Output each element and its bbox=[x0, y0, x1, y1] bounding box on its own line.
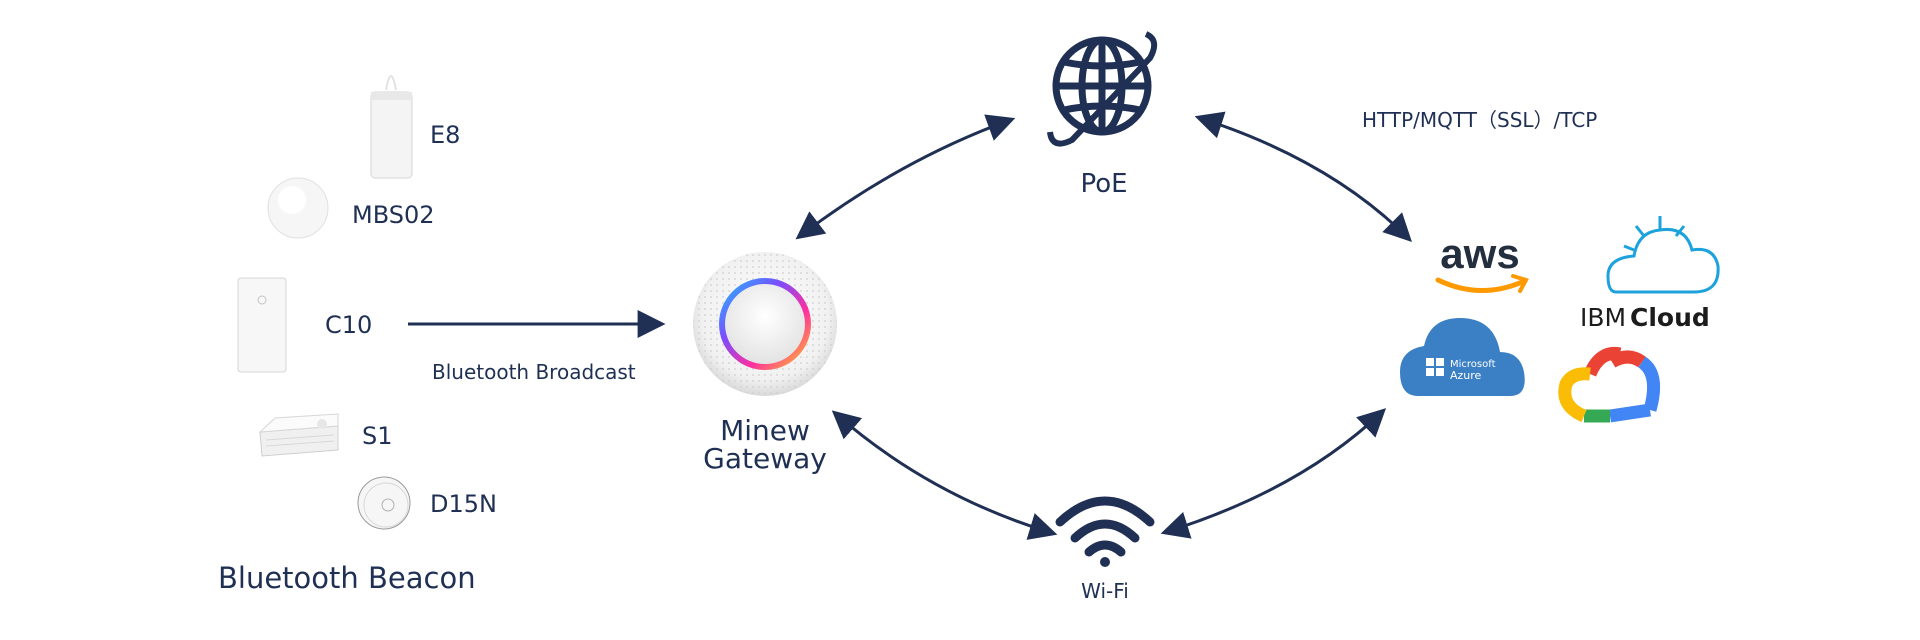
google-cloud-logo bbox=[1558, 346, 1661, 423]
device-label-s1: S1 bbox=[362, 422, 393, 450]
wifi-label: Wi-Fi bbox=[1081, 579, 1129, 603]
minew-gateway-device bbox=[693, 252, 837, 396]
arrow-gateway-wifi bbox=[831, 410, 1058, 540]
mbs02-device-image bbox=[267, 177, 329, 239]
azure-logo: Microsoft Azure bbox=[1400, 318, 1525, 396]
globe-icon bbox=[1047, 31, 1158, 147]
gateway-label-line2: Gateway bbox=[703, 442, 827, 475]
ibm-text: IBM bbox=[1580, 303, 1626, 332]
device-label-c10: C10 bbox=[325, 311, 372, 339]
gateway-label-line1: Minew bbox=[720, 414, 810, 447]
s1-device-image bbox=[258, 413, 339, 457]
aws-logo: aws bbox=[1435, 230, 1529, 293]
protocol-label: HTTP/MQTT（SSL）/TCP bbox=[1362, 108, 1597, 132]
bluetooth-beacon-title: Bluetooth Beacon bbox=[218, 561, 476, 595]
c10-device-image bbox=[237, 277, 287, 373]
e8-device-image bbox=[370, 75, 413, 179]
bluetooth-broadcast-label: Bluetooth Broadcast bbox=[432, 360, 636, 384]
device-label-e8: E8 bbox=[430, 121, 460, 149]
arrow-wifi-cloud bbox=[1160, 408, 1387, 539]
arrow-gateway-poe bbox=[795, 114, 1016, 240]
azure-text-line2: Azure bbox=[1450, 369, 1482, 382]
d15n-device-image bbox=[357, 476, 411, 530]
ibm-cloud-text: Cloud bbox=[1630, 303, 1710, 332]
ibm-cloud-logo: IBM Cloud bbox=[1580, 216, 1720, 332]
arrow-poe-cloud bbox=[1194, 111, 1412, 242]
azure-text-line1: Microsoft bbox=[1450, 359, 1496, 370]
poe-label: PoE bbox=[1080, 169, 1127, 199]
wifi-icon bbox=[1055, 496, 1155, 567]
device-label-mbs02: MBS02 bbox=[352, 201, 435, 229]
aws-logo-text: aws bbox=[1440, 230, 1519, 277]
device-label-d15n: D15N bbox=[430, 490, 497, 518]
